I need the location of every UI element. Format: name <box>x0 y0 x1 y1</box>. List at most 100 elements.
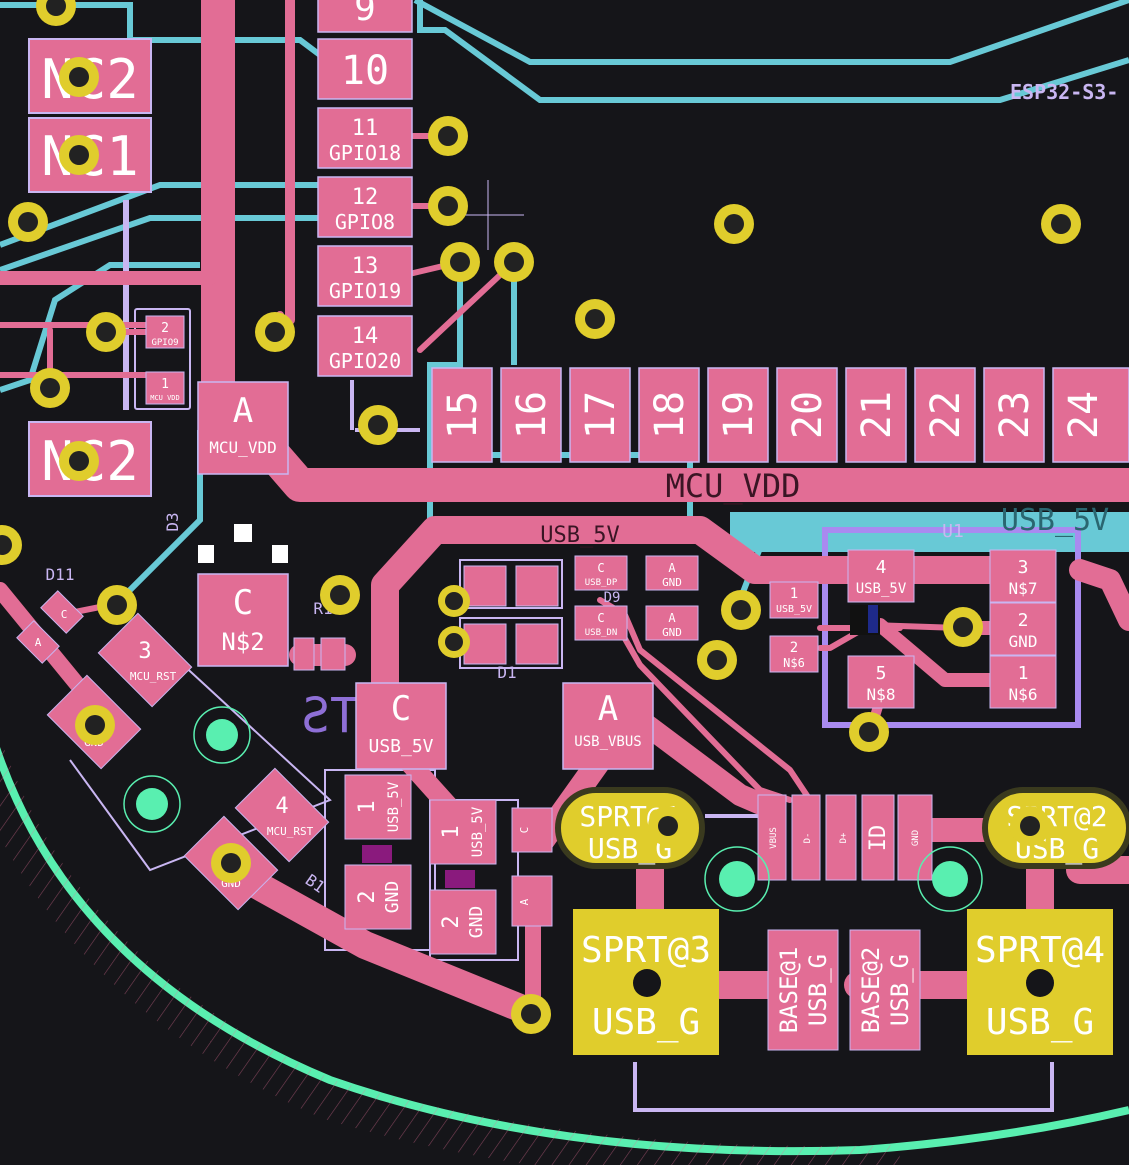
svg-text:2: 2 <box>355 890 380 903</box>
reset-pad-4[interactable]: 4 MCU_RST <box>234 767 330 863</box>
svg-text:24: 24 <box>1061 391 1107 439</box>
module-pin-14[interactable]: 14 GPIO20 <box>317 315 413 377</box>
fuse-right-pad-2[interactable]: 2 GND <box>429 889 497 955</box>
usb-signal-pins: VBUS D- D+ ID GND <box>757 794 933 881</box>
u1-pin-5[interactable]: 5 N$8 <box>847 655 915 709</box>
module-pin-24[interactable]: 24 <box>1052 367 1129 463</box>
usb-pin-vbus[interactable]: VBUS <box>757 794 787 881</box>
svg-text:17: 17 <box>578 391 624 439</box>
svg-text:23: 23 <box>992 391 1038 439</box>
svg-text:USB_VBUS: USB_VBUS <box>574 734 641 750</box>
sprt3-pad[interactable]: SPRT@3 USB_G <box>573 909 719 1055</box>
svg-text:2: 2 <box>161 321 169 336</box>
base1-pad[interactable]: BASE@1 USB_G <box>767 929 839 1051</box>
svg-text:USB_5V: USB_5V <box>856 581 907 597</box>
svg-text:1: 1 <box>161 377 169 392</box>
esp32-reference-label: ESP32-S3- <box>1010 80 1118 104</box>
d9-pad-c2[interactable]: C USB_DN <box>574 605 628 641</box>
fuse-right-pad-1[interactable]: 1 USB_5V <box>429 799 497 865</box>
vbus-cap-a-pad[interactable]: A <box>511 875 553 927</box>
svg-text:GPIO9: GPIO9 <box>151 338 178 348</box>
svg-text:A: A <box>668 611 676 625</box>
u1-label: U1 <box>942 521 964 542</box>
module-pin-18[interactable]: 18 <box>638 367 700 463</box>
svg-text:GND: GND <box>466 906 487 939</box>
svg-text:C: C <box>233 583 253 623</box>
svg-text:A: A <box>518 898 531 905</box>
svg-text:N$6: N$6 <box>1009 685 1038 704</box>
u1-pin-2[interactable]: 2 GND <box>989 602 1057 656</box>
sprt2-pad[interactable]: SPRT@2 USB_G <box>982 787 1129 869</box>
usb-pin-dp[interactable]: D+ <box>825 794 857 881</box>
svg-text:N$2: N$2 <box>221 628 264 656</box>
svg-text:22: 22 <box>923 391 969 439</box>
module-pin-10[interactable]: 10 <box>317 38 413 100</box>
svg-text:N$6: N$6 <box>783 656 805 670</box>
d9-label: D9 <box>604 590 621 606</box>
u1-left-pad-2[interactable]: 2 N$6 <box>769 635 819 673</box>
mcu-vdd-cap-pad[interactable]: A MCU_VDD <box>197 381 289 475</box>
usb-pin-dn[interactable]: D- <box>791 794 821 881</box>
svg-text:MCU_RST: MCU_RST <box>267 825 314 838</box>
d9-pad-c1[interactable]: C USB_DP <box>574 555 628 591</box>
usb-pin-id[interactable]: ID <box>861 794 895 881</box>
vbus-cap-c-pad[interactable]: C <box>511 807 553 853</box>
svg-text:GPIO19: GPIO19 <box>329 279 401 303</box>
module-pin-19[interactable]: 19 <box>707 367 769 463</box>
svg-text:USB_5V: USB_5V <box>776 604 812 615</box>
usb-vbus-pad[interactable]: A USB_VBUS <box>562 682 654 770</box>
module-pin-16[interactable]: 16 <box>500 367 562 463</box>
svg-text:N$7: N$7 <box>1009 579 1038 598</box>
module-pin-13[interactable]: 13 GPIO19 <box>317 245 413 307</box>
svg-text:A: A <box>35 636 42 649</box>
d9-pad-a1[interactable]: A GND <box>645 555 699 591</box>
svg-text:13: 13 <box>352 254 379 279</box>
u1-left-pad-1[interactable]: 1 USB_5V <box>769 581 819 619</box>
mcu-vdd-small-pad[interactable]: 1 MCU VDD <box>145 371 185 405</box>
module-pin-20[interactable]: 20 <box>776 367 838 463</box>
module-pin-17[interactable]: 17 <box>569 367 631 463</box>
module-pin-11[interactable]: 11 GPIO18 <box>317 107 413 169</box>
usb-5v-net-label: USB_5V <box>540 523 619 548</box>
svg-text:A: A <box>598 689 618 729</box>
d11-pads[interactable]: C A <box>16 590 84 664</box>
svg-text:3: 3 <box>1018 557 1029 578</box>
module-pin-12[interactable]: 12 GPIO8 <box>317 176 413 238</box>
svg-text:N$8: N$8 <box>867 685 896 704</box>
usb-pin-gnd[interactable]: GND <box>897 794 933 881</box>
d9-pad-a2[interactable]: A GND <box>645 605 699 641</box>
svg-text:MCU_RST: MCU_RST <box>130 670 177 683</box>
svg-text:4: 4 <box>275 794 288 819</box>
svg-text:1: 1 <box>355 800 380 813</box>
sprt4-pad[interactable]: SPRT@4 USB_G <box>967 909 1113 1055</box>
u1-pin-4[interactable]: 4 USB_5V <box>847 549 915 603</box>
reset-pad-3[interactable]: 3 MCU_RST <box>97 612 193 708</box>
module-pin-9[interactable]: 9 <box>317 0 413 33</box>
mcu-vdd-net-label: MCU_VDD <box>666 467 801 505</box>
d3-label: D3 <box>163 512 182 531</box>
module-pin-22[interactable]: 22 <box>914 367 976 463</box>
svg-text:MCU VDD: MCU VDD <box>150 394 180 402</box>
u1-pin-3[interactable]: 3 N$7 <box>989 549 1057 603</box>
svg-text:A: A <box>668 561 676 575</box>
vias[interactable] <box>0 0 1081 1034</box>
r1-pads[interactable] <box>293 637 346 671</box>
d1-label: D1 <box>497 663 516 682</box>
svg-text:D+: D+ <box>839 832 849 843</box>
svg-text:11: 11 <box>352 116 379 141</box>
module-pin-21[interactable]: 21 <box>845 367 907 463</box>
n2-cap-pad[interactable]: C N$2 <box>197 573 289 667</box>
module-pin-15[interactable]: 15 <box>431 367 493 463</box>
base2-pad[interactable]: BASE@2 USB_G <box>849 929 921 1051</box>
gpio9-pad[interactable]: 2 GPIO9 <box>145 315 185 349</box>
usb-5v-cap-pad[interactable]: C USB_5V <box>355 682 447 770</box>
module-pins-left: 9 10 11 GPIO18 12 GPIO8 13 GPIO19 14 GPI… <box>317 0 413 377</box>
u1-pin-1[interactable]: 1 N$6 <box>989 655 1057 709</box>
svg-text:2: 2 <box>790 640 798 656</box>
module-pin-23[interactable]: 23 <box>983 367 1045 463</box>
svg-text:14: 14 <box>352 324 379 349</box>
fuse-left-pad-1[interactable]: 1 USB_5V <box>344 774 412 840</box>
svg-text:15: 15 <box>440 391 486 439</box>
fuse-left-pad-2[interactable]: 2 GND <box>344 864 412 930</box>
